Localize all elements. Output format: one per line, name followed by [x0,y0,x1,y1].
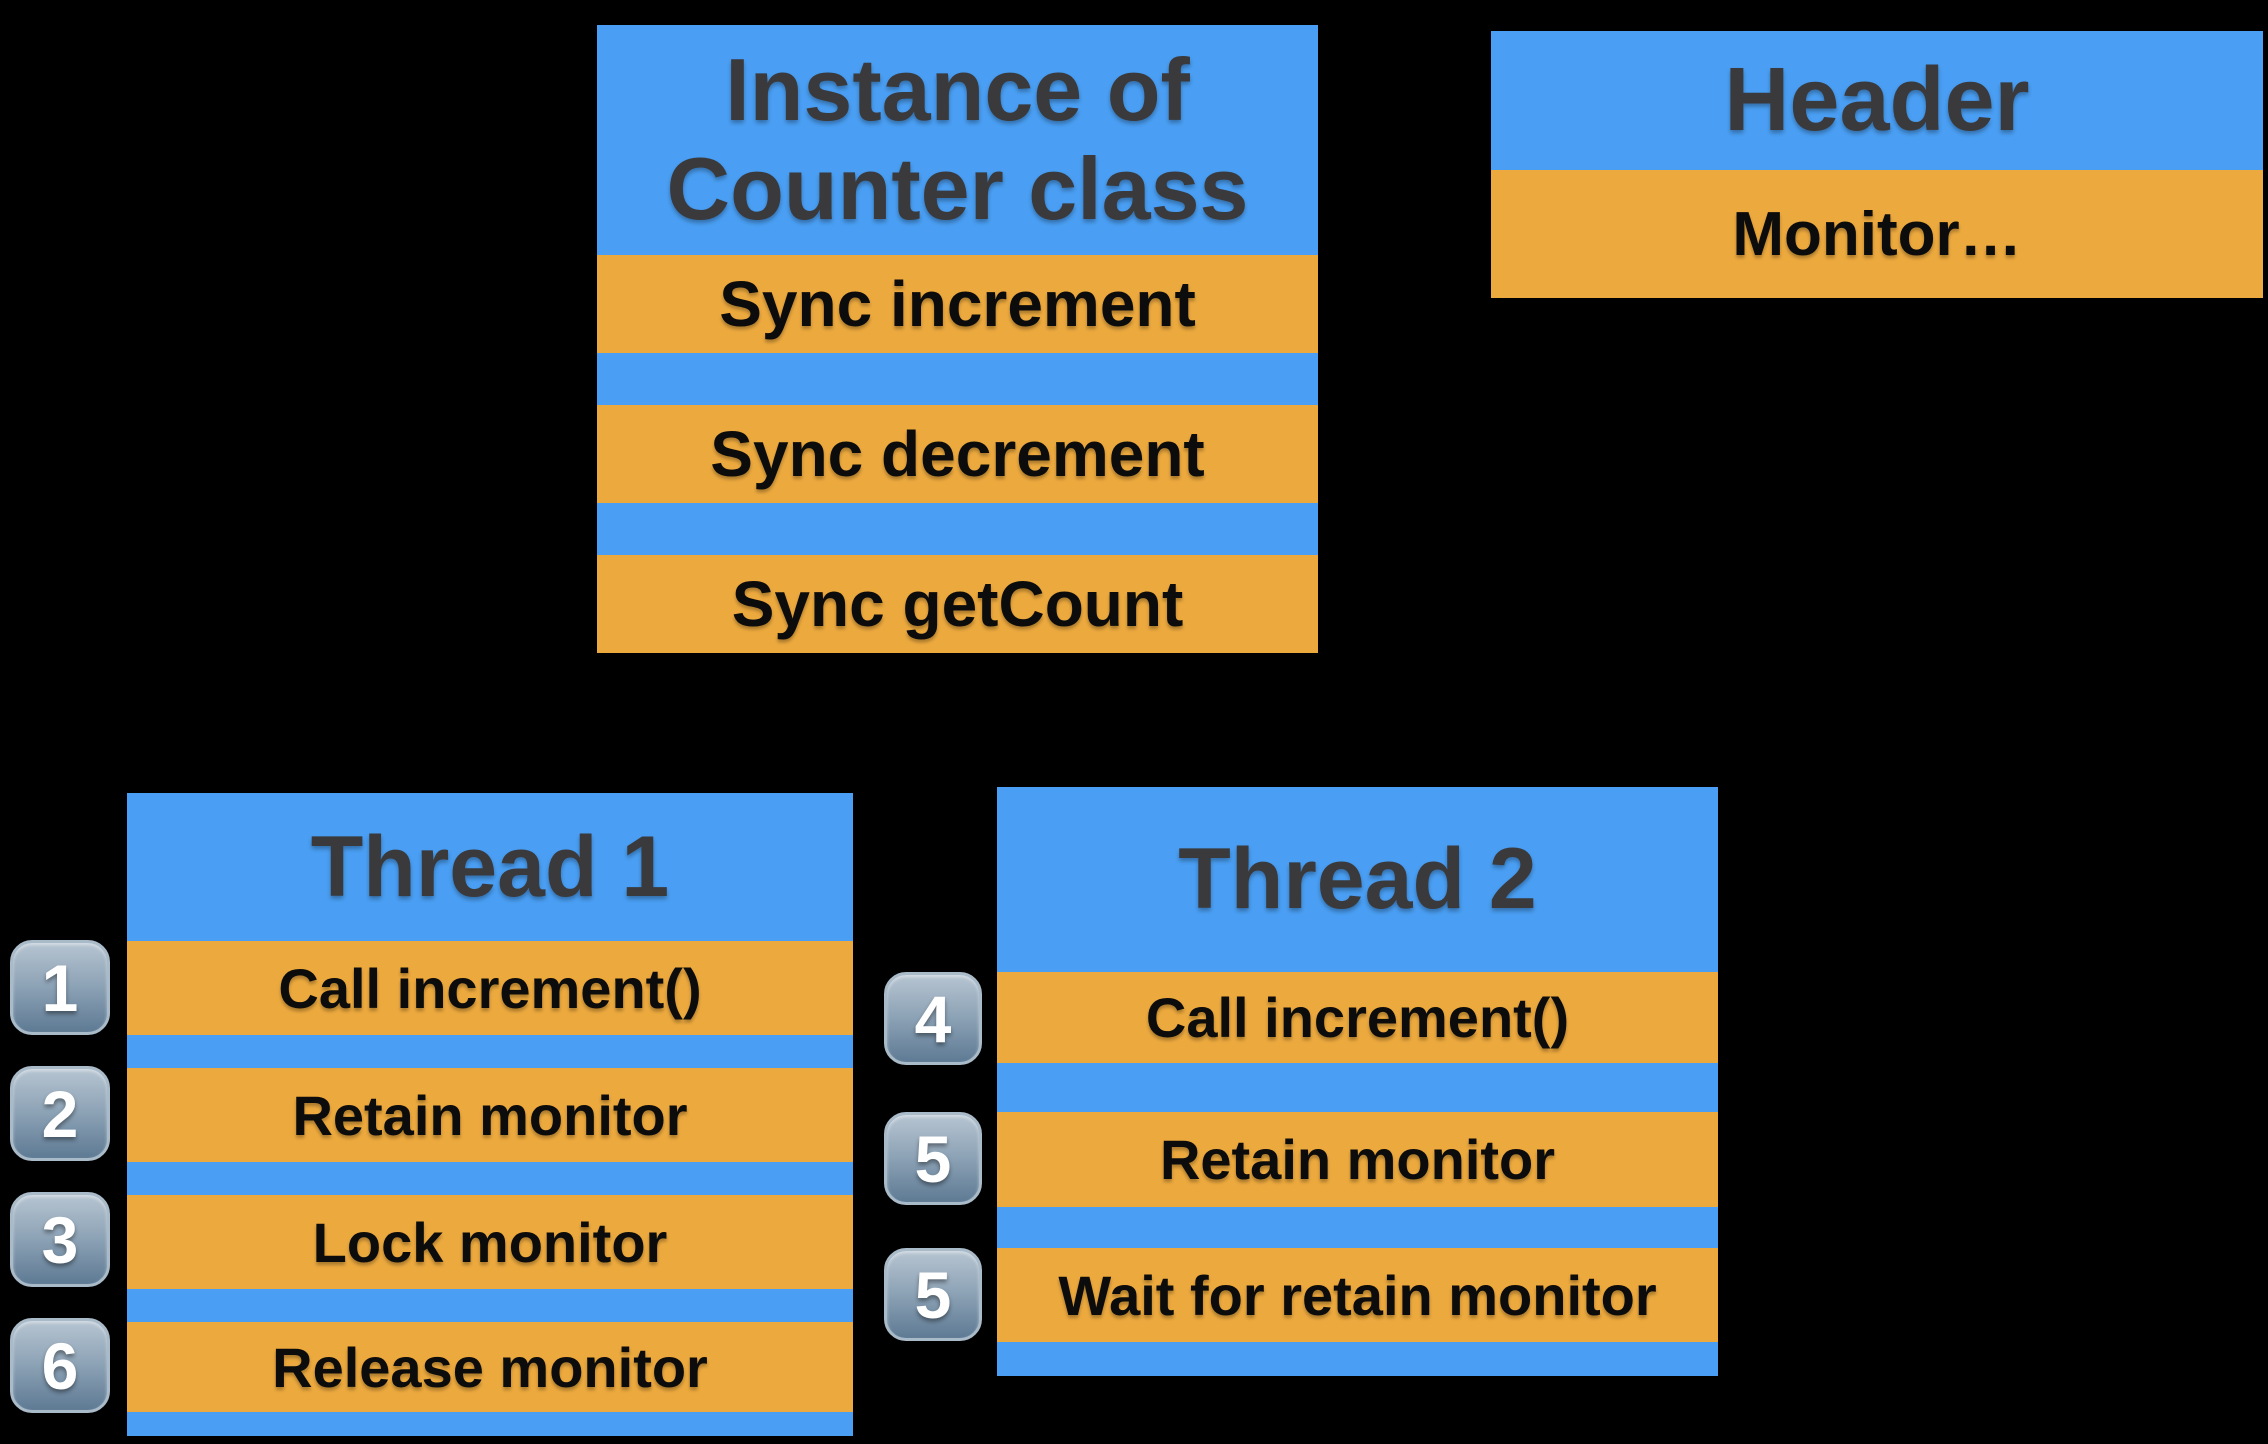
row-gap [997,1207,1718,1248]
header-row-monitor: Monitor… [1491,170,2263,298]
thread1-box: Thread 1 Call increment() Retain monitor… [127,793,853,1436]
row-gap [597,503,1318,555]
step-badge-6: 6 [10,1318,110,1413]
thread2-row-call-increment: Call increment() [997,972,1718,1063]
row-gap [127,1035,853,1068]
counter-row-sync-getcount: Sync getCount [597,555,1318,653]
row-gap [127,1162,853,1195]
thread1-row-retain-monitor: Retain monitor [127,1068,853,1162]
counter-class-box: Instance of Counter class Sync increment… [597,25,1318,653]
thread2-box: Thread 2 Call increment() Retain monitor… [997,787,1718,1376]
row-gap [597,353,1318,405]
thread2-row-retain-monitor: Retain monitor [997,1112,1718,1207]
counter-row-sync-increment: Sync increment [597,255,1318,353]
thread2-box-title: Thread 2 [1178,831,1537,928]
step-badge-5: 5 [884,1248,982,1341]
thread1-row-lock-monitor: Lock monitor [127,1195,853,1289]
row-gap [997,1063,1718,1112]
header-box-title: Header [1724,50,2030,151]
thread2-row-wait-for-retain-monitor: Wait for retain monitor [997,1248,1718,1342]
step-badge-3: 3 [10,1192,110,1287]
thread1-box-title: Thread 1 [310,818,670,915]
row-gap [127,1289,853,1322]
header-box: Header Monitor… [1491,31,2263,298]
counter-box-title: Instance of Counter class [666,40,1249,238]
step-badge-5: 5 [884,1112,982,1205]
step-badge-2: 2 [10,1066,110,1161]
counter-row-sync-decrement: Sync decrement [597,405,1318,503]
thread1-row-release-monitor: Release monitor [127,1322,853,1412]
step-badge-1: 1 [10,940,110,1035]
step-badge-4: 4 [884,972,982,1065]
thread1-row-call-increment: Call increment() [127,941,853,1035]
